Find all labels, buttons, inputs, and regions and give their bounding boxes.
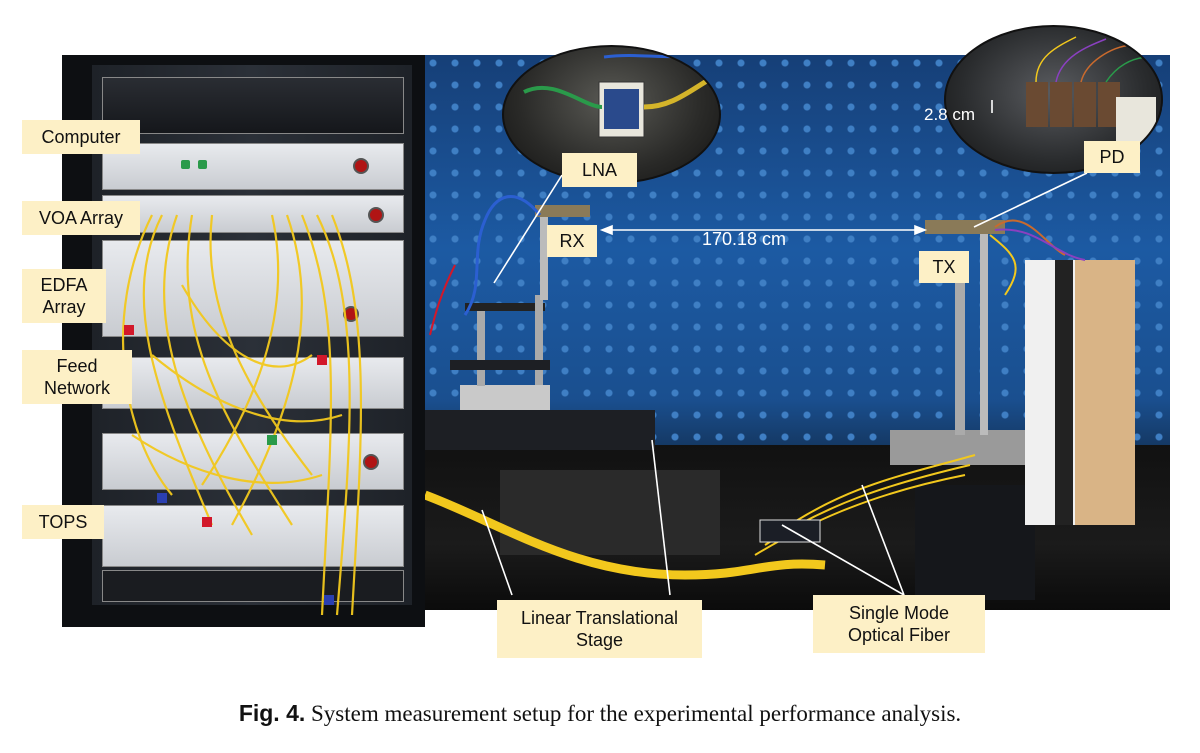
figure: Computer VOA Array EDFA Array Feed Netwo… xyxy=(22,25,1170,658)
label-pd: PD xyxy=(1084,141,1140,173)
setup-drawing xyxy=(425,195,1135,600)
label-feed-line1: Feed xyxy=(56,356,98,376)
lna-inset xyxy=(502,45,721,184)
feed-panel xyxy=(102,357,404,409)
stage-pointer-line xyxy=(651,439,671,596)
label-spacing: 2.8 cm xyxy=(924,105,976,124)
label-lna: LNA xyxy=(562,153,637,187)
label-distance: 170.18 cm xyxy=(702,229,787,249)
label-edfa-line2: Array xyxy=(42,297,86,317)
label-linear-stage: Linear Translational Stage xyxy=(497,600,702,658)
label-computer: Computer xyxy=(22,120,140,154)
edfa-panel xyxy=(102,240,404,337)
pd-inset xyxy=(944,25,1163,174)
label-tx: TX xyxy=(919,251,969,283)
label-fiber-line1: Single Mode xyxy=(848,603,950,623)
label-feed-line2: Network xyxy=(43,378,110,398)
label-feed-network: Feed Network xyxy=(22,350,132,404)
figure-caption: Fig. 4. System measurement setup for the… xyxy=(0,700,1200,727)
label-stage-line1: Linear Translational xyxy=(520,608,679,628)
label-voa-array: VOA Array xyxy=(22,201,140,235)
caption-text: System measurement setup for the experim… xyxy=(305,701,962,726)
computer-unit xyxy=(102,77,404,134)
label-edfa-line1: EDFA xyxy=(40,275,88,295)
label-stage-line2: Stage xyxy=(575,630,624,650)
linear-stage xyxy=(425,410,655,450)
pd-pointer-line xyxy=(973,172,1088,228)
label-edfa-array: EDFA Array xyxy=(22,269,106,323)
fiber-pointer-line xyxy=(861,484,905,596)
tops-panel xyxy=(102,505,404,567)
receiver-panel xyxy=(102,143,404,190)
label-fiber: Single Mode Optical Fiber xyxy=(813,595,985,653)
label-tops: TOPS xyxy=(22,505,104,539)
label-fiber-line2: Optical Fiber xyxy=(847,625,951,645)
yellow-fibers xyxy=(121,214,363,616)
lna-pointer-line xyxy=(493,174,563,284)
rack-photo xyxy=(62,55,425,627)
annotation-lines xyxy=(481,100,1088,596)
label-rx: RX xyxy=(547,225,597,257)
caption-number: Fig. 4. xyxy=(238,700,306,726)
voa-panel xyxy=(102,195,404,233)
